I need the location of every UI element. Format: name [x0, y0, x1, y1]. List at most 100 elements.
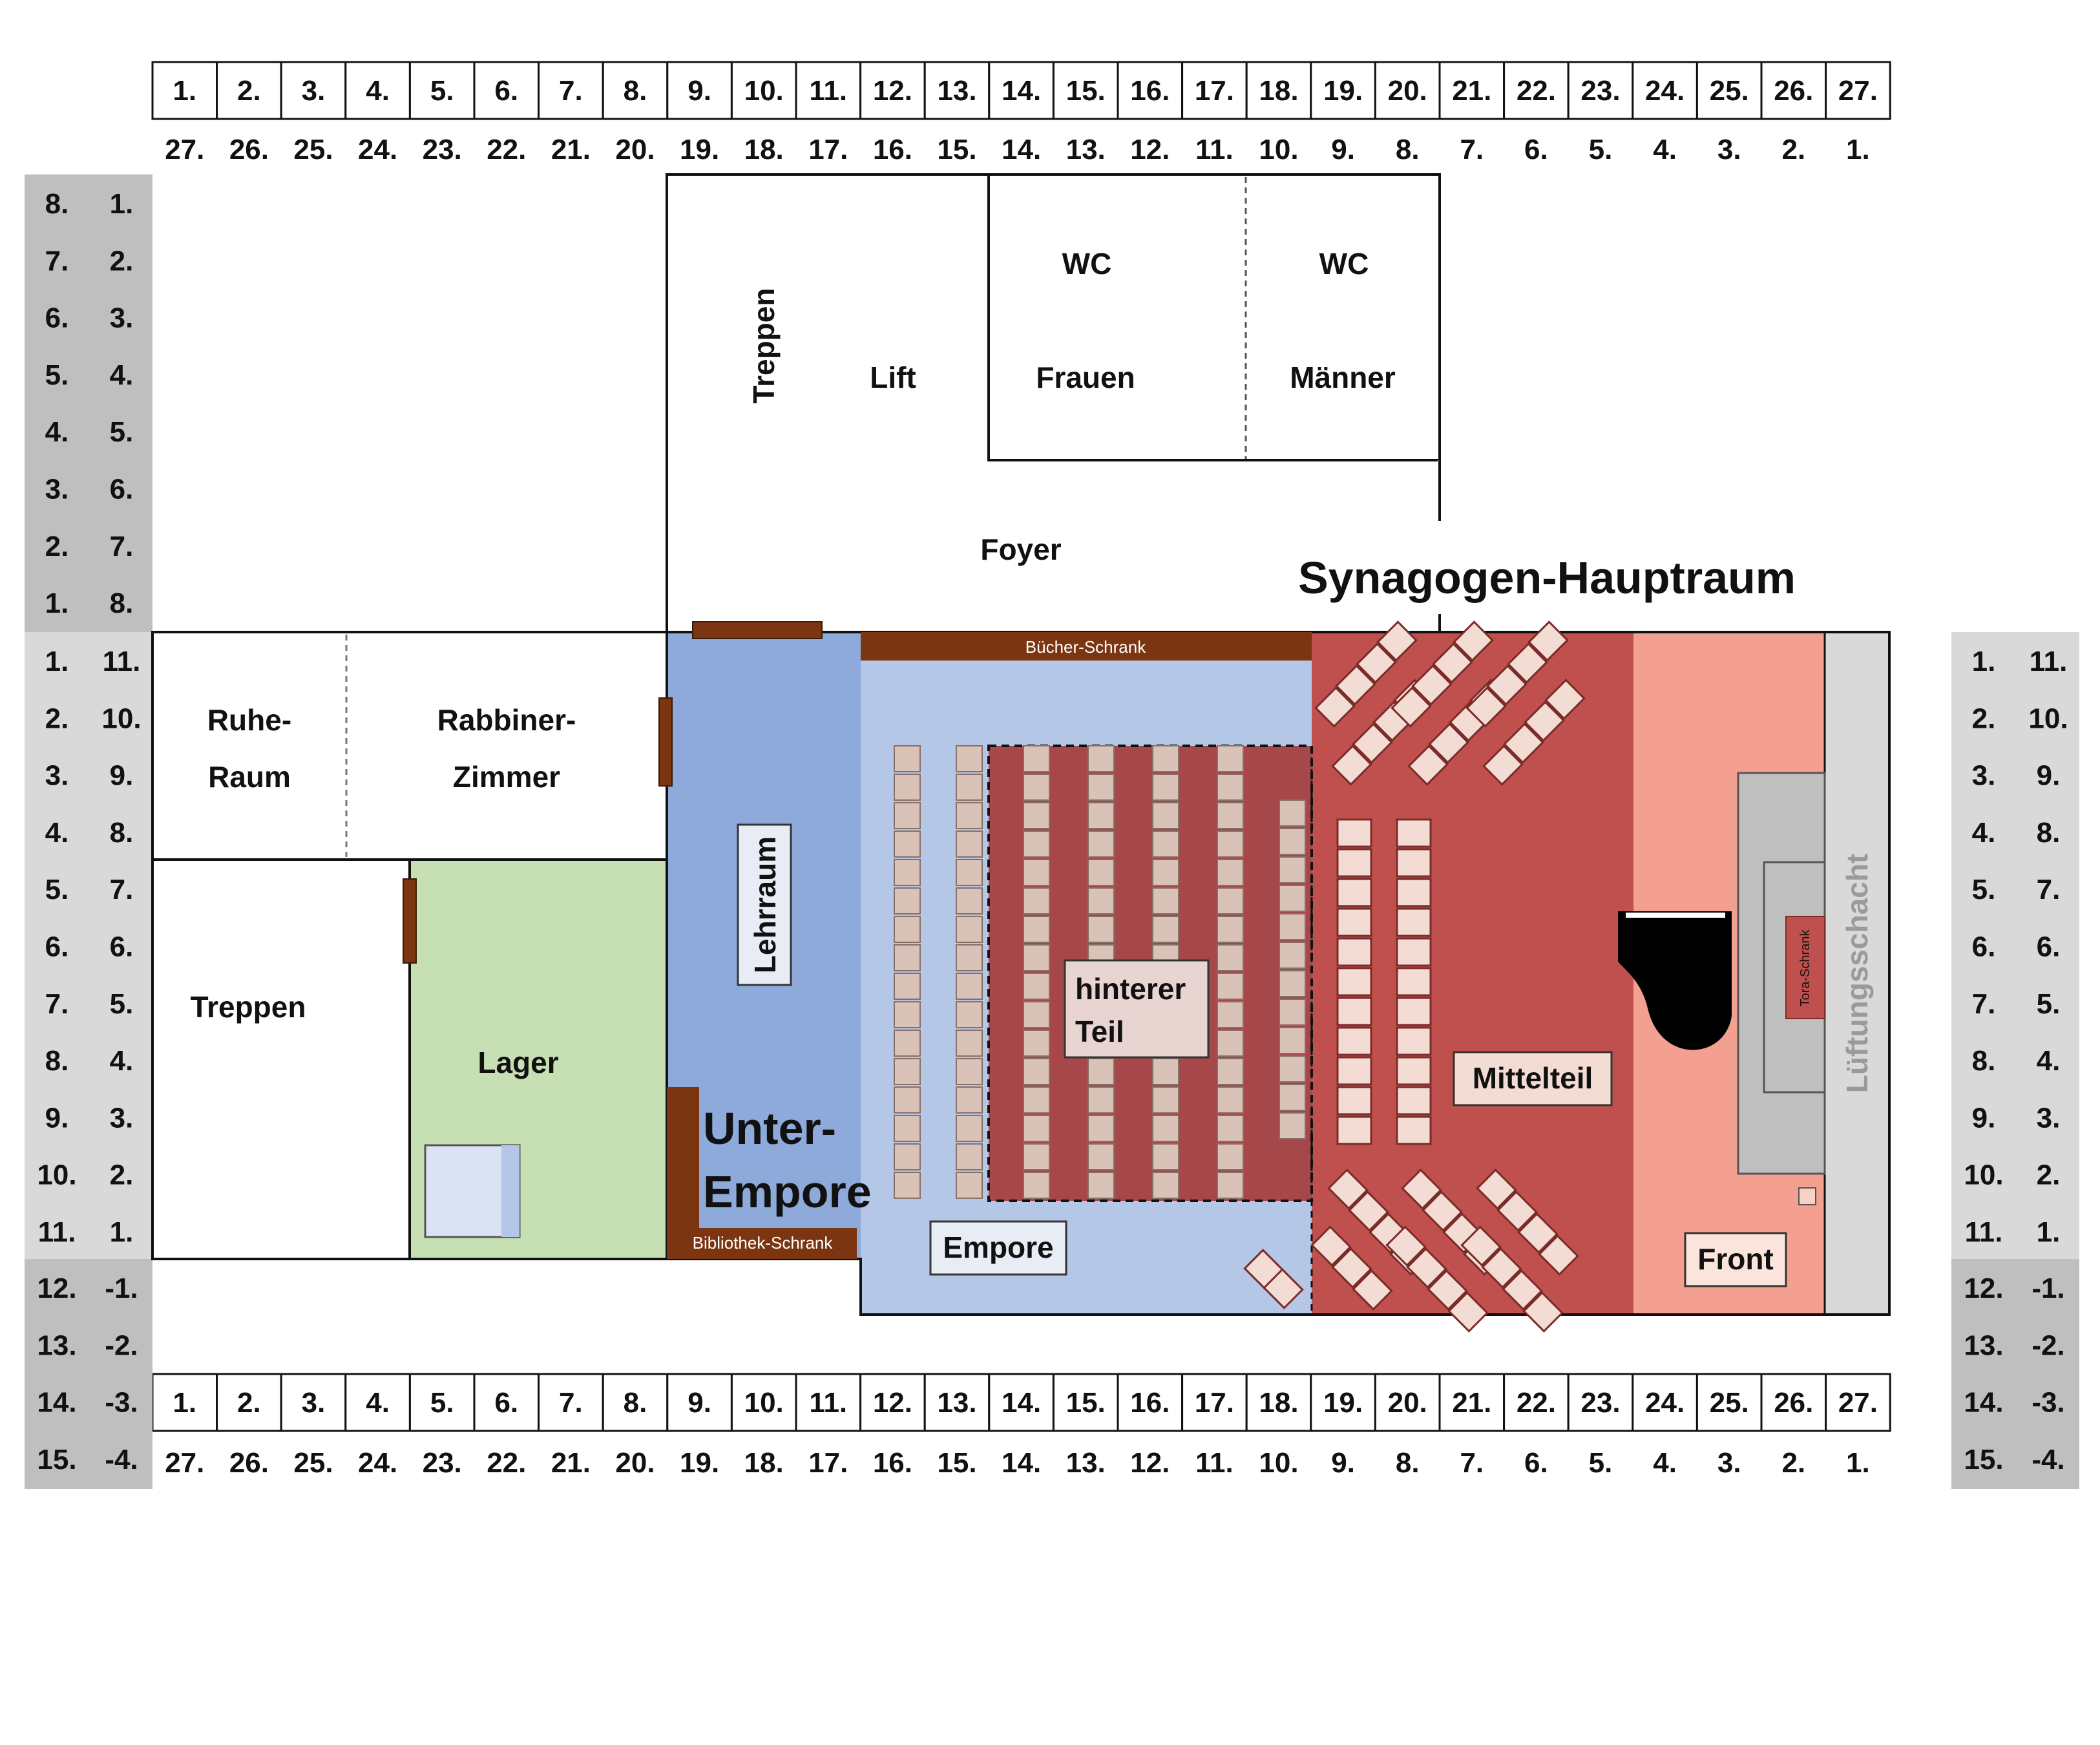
chair — [956, 973, 983, 1000]
chair — [1279, 799, 1306, 827]
column-cell — [216, 61, 282, 120]
chair — [1087, 1115, 1115, 1142]
column-number: 6. — [494, 75, 518, 107]
column-number: 21. — [1452, 75, 1491, 107]
chair — [1217, 1172, 1244, 1199]
row-number: 3. — [45, 474, 69, 505]
column-number: 27. — [1838, 1387, 1878, 1419]
column-number-reverse: 1. — [1846, 1447, 1870, 1479]
column-number-reverse: 14. — [1002, 1447, 1041, 1479]
ruhe-label-2: Raum — [208, 760, 291, 794]
chair — [956, 859, 983, 886]
chair — [1422, 1190, 1463, 1232]
row-number-reverse: -2. — [2032, 1329, 2064, 1361]
column-number: 12. — [873, 75, 912, 107]
row-number: 7. — [45, 245, 69, 277]
row-number-reverse: 7. — [110, 874, 134, 905]
chair — [1432, 642, 1473, 684]
column-number-reverse: 19. — [680, 134, 719, 165]
row-number-reverse: 6. — [2037, 931, 2061, 963]
chair — [1331, 745, 1372, 786]
chair — [1263, 1268, 1304, 1309]
chair — [1279, 970, 1306, 997]
row-number-reverse: 2. — [2037, 1159, 2061, 1191]
row-number-reverse: 5. — [110, 416, 134, 448]
column-number: 2. — [237, 75, 261, 107]
mittelteil-box — [1453, 1051, 1613, 1106]
column-number: 18. — [1259, 1387, 1298, 1419]
column-number: 21. — [1452, 1387, 1491, 1419]
row-number: 1. — [45, 646, 69, 677]
buecher-schrank-label: Bücher-Schrank — [1025, 637, 1146, 657]
column-number-reverse: 11. — [1195, 134, 1234, 165]
row-number-reverse: -3. — [105, 1387, 138, 1419]
chair — [1279, 913, 1306, 940]
column-number: 27. — [1838, 75, 1878, 107]
treppen-left-label: Treppen — [191, 990, 306, 1024]
chair — [1152, 774, 1179, 801]
column-cell — [151, 61, 218, 120]
column-number-reverse: 20. — [615, 1447, 655, 1479]
chair — [1279, 885, 1306, 912]
chair — [1310, 1225, 1352, 1267]
left-upper-strip — [25, 174, 152, 632]
right-lower-strip — [1951, 1259, 2079, 1489]
column-cell — [1438, 1373, 1506, 1432]
chair — [1087, 1086, 1115, 1114]
tora-schrank — [1785, 916, 1825, 1019]
column-number-reverse: 18. — [744, 134, 784, 165]
chair — [956, 745, 983, 772]
column-number-reverse: 6. — [1524, 1447, 1548, 1479]
column-number-reverse: 16. — [873, 1447, 912, 1479]
row-number-reverse: 3. — [110, 302, 134, 334]
row-number-reverse: 6. — [110, 931, 134, 963]
chair — [1023, 973, 1050, 1000]
chair — [956, 830, 983, 858]
row-number-reverse: 3. — [2037, 1102, 2061, 1134]
lueftung-label: Lüftungsschacht — [1840, 854, 1874, 1094]
column-number-reverse: 26. — [229, 134, 269, 165]
chair — [1391, 686, 1432, 728]
row-number: 1. — [45, 587, 69, 619]
lager-door — [403, 878, 417, 964]
column-number: 10. — [744, 1387, 784, 1419]
column-number-reverse: 17. — [808, 134, 848, 165]
column-number: 13. — [937, 75, 976, 107]
row-number-reverse: 9. — [110, 760, 134, 792]
column-number-reverse: 23. — [423, 134, 462, 165]
row-number-reverse: 4. — [110, 1045, 134, 1077]
row-number-reverse: -3. — [2032, 1387, 2064, 1419]
row-number-reverse: 8. — [110, 587, 134, 619]
empore-box — [929, 1220, 1067, 1276]
row-number: 11. — [1965, 1216, 2003, 1248]
chair — [1023, 1058, 1050, 1085]
treppen-top-label: Treppen — [747, 288, 781, 404]
chair — [1087, 802, 1115, 829]
column-cell — [923, 1373, 991, 1432]
column-cell — [1438, 61, 1506, 120]
chair — [1396, 1116, 1432, 1145]
column-cell — [1825, 1373, 1891, 1432]
column-number: 8. — [624, 75, 647, 107]
chair — [1279, 1027, 1306, 1054]
column-cell — [216, 1373, 282, 1432]
chair — [894, 1143, 921, 1170]
row-number: 8. — [45, 1045, 69, 1077]
bottom-column-table: 1.2.3.4.5.6.7.8.9.10.11.12.13.14.15.16.1… — [151, 1373, 1891, 1432]
right-middle-strip — [1951, 632, 2079, 1259]
chair — [1152, 1143, 1179, 1170]
maenner-label: Männer — [1290, 361, 1396, 394]
row-number-reverse: 10. — [101, 703, 141, 734]
chair — [1279, 999, 1306, 1026]
row-number: 5. — [45, 359, 69, 391]
column-number-reverse: 3. — [1717, 1447, 1741, 1479]
column-number: 6. — [494, 1387, 518, 1419]
chair — [956, 1058, 983, 1085]
chair — [1411, 664, 1453, 706]
column-number: 24. — [1645, 75, 1685, 107]
column-number: 11. — [809, 75, 847, 107]
chair — [1522, 1291, 1564, 1333]
row-number-reverse: 1. — [2037, 1216, 2061, 1248]
column-number: 3. — [302, 75, 326, 107]
column-number: 24. — [1645, 1387, 1685, 1419]
